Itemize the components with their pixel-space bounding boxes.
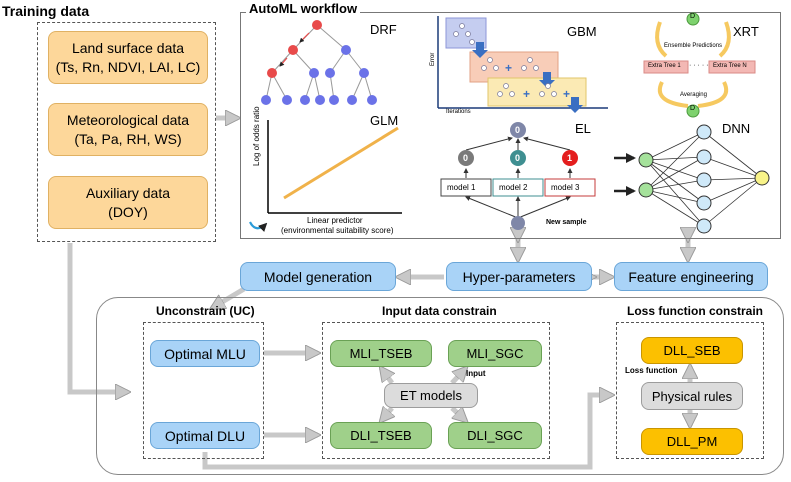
dll-seb-box: DLL_SEB — [641, 337, 743, 364]
optimal-dlu-box: Optimal DLU — [150, 422, 260, 449]
meteorological-data-box: Meteorological data (Ta, Pa, RH, WS) — [48, 103, 208, 156]
constraint-outer-frame — [96, 297, 784, 475]
optimal-mlu-box: Optimal MLU — [150, 340, 260, 367]
svg-text:+: + — [523, 87, 530, 101]
xrt-label: XRT — [733, 24, 759, 39]
training-data-frame — [37, 22, 216, 242]
automl-workflow-title: AutoML workflow — [246, 1, 361, 16]
arrow-et-to-mli-sgc — [450, 368, 466, 385]
xrt-dots: · · · · · — [689, 62, 709, 69]
arrow-training-to-uc — [67, 243, 128, 392]
gbm-xlabel: Iterations — [446, 109, 471, 115]
land-surface-title: Land surface data — [71, 39, 185, 56]
el-new-sample: New sample — [546, 219, 587, 226]
drf-label: DRF — [370, 22, 397, 37]
arrow-generation-to-uc — [212, 286, 246, 308]
training-data-title: Training data — [2, 3, 90, 19]
gbm-label: GBM — [567, 24, 597, 39]
xrt-tree-1: Extra Tree 1 — [648, 63, 681, 69]
meteorological-title: Meteorological data — [66, 111, 190, 128]
arrow-et-to-dli-tseb — [381, 408, 392, 421]
land-surface-data-box: Land surface data (Ts, Rn, NDVI, LAI, LC… — [48, 31, 208, 84]
el-top-value: 0 — [515, 125, 521, 135]
unconstrain-title: Unconstrain (UC) — [156, 304, 255, 318]
arrow-dlu-to-loss — [202, 395, 612, 470]
xrt-ensemble-label: Ensemble Predictions — [664, 43, 723, 49]
el-node-2: 0 — [515, 153, 521, 163]
model-generation-box: Model generation — [240, 262, 396, 291]
auxiliary-vars: (DOY) — [108, 203, 148, 220]
xrt-top-label: D — [690, 13, 696, 20]
el-node-3: 1 — [567, 153, 573, 163]
xrt-tree-n: Extra Tree N — [713, 63, 747, 69]
loss-function-label: Loss function — [625, 366, 678, 375]
glm-xlabel-2: (environmental suitability score) — [281, 226, 394, 235]
loss-constrain-title: Loss function constrain — [627, 304, 764, 318]
feature-engineering-box: Feature engineering — [614, 262, 768, 291]
auxiliary-title: Auxiliary data — [85, 184, 171, 201]
arrow-et-to-mli-tseb — [381, 368, 392, 385]
dll-pm-box: DLL_PM — [641, 428, 743, 455]
xrt-averaging-label: Averaging — [680, 92, 707, 98]
et-models-box: ET models — [384, 383, 478, 408]
el-model-2: model 2 — [499, 183, 528, 192]
el-node-1: 0 — [463, 153, 469, 163]
input-constrain-title: Input data constrain — [382, 304, 497, 318]
physical-rules-box: Physical rules — [641, 382, 743, 410]
glm-xlabel-1: Linear predictor — [307, 216, 363, 225]
dnn-label: DNN — [722, 121, 751, 136]
unconstrain-frame — [143, 322, 264, 459]
auxiliary-data-box: Auxiliary data (DOY) — [48, 176, 208, 229]
el-label: EL — [575, 121, 591, 136]
el-model-1: model 1 — [447, 183, 476, 192]
mli-tseb-box: MLI_TSEB — [330, 340, 432, 367]
land-surface-vars: (Ts, Rn, NDVI, LAI, LC) — [55, 58, 201, 75]
dli-tseb-box: DLI_TSEB — [330, 422, 432, 449]
automl-workflow-frame — [240, 12, 781, 239]
meteorological-vars: (Ta, Pa, RH, WS) — [74, 130, 182, 147]
svg-text:+: + — [563, 87, 570, 101]
loss-constrain-frame — [616, 322, 764, 459]
xrt-bottom-label: D — [690, 105, 696, 112]
hyper-parameters-box: Hyper-parameters — [446, 262, 592, 291]
dli-sgc-box: DLI_SGC — [448, 422, 542, 449]
arrow-et-to-dli-sgc — [450, 406, 466, 421]
glm-label: GLM — [370, 113, 399, 128]
input-constrain-frame — [322, 322, 550, 459]
el-model-3: model 3 — [551, 183, 580, 192]
svg-text:+: + — [505, 61, 512, 75]
input-label: Input — [466, 369, 486, 378]
mli-sgc-box: MLI_SGC — [448, 340, 542, 367]
